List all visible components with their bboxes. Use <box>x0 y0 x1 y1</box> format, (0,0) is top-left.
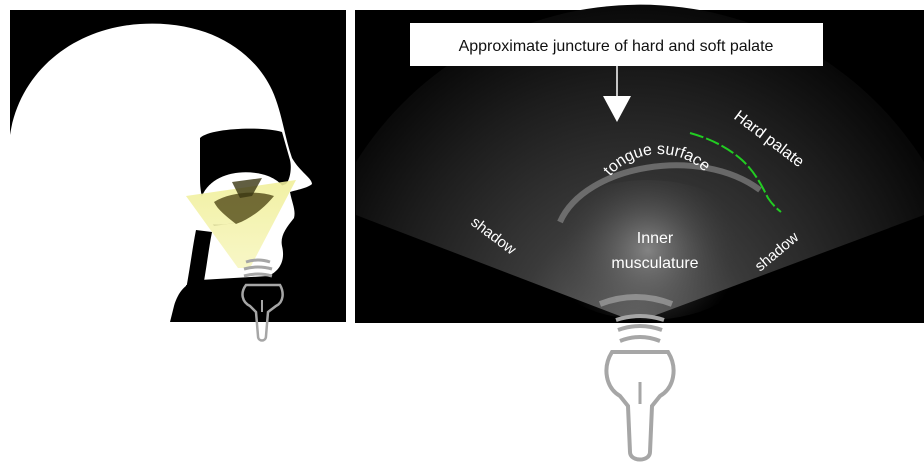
left-panel <box>10 10 346 341</box>
callout-text: Approximate juncture of hard and soft pa… <box>459 38 774 55</box>
inner-label-line1: Inner <box>637 230 674 247</box>
right-probe-icon <box>606 352 673 460</box>
right-panel: Approximate juncture of hard and soft pa… <box>355 5 924 323</box>
inner-label-line2: musculature <box>611 255 698 272</box>
